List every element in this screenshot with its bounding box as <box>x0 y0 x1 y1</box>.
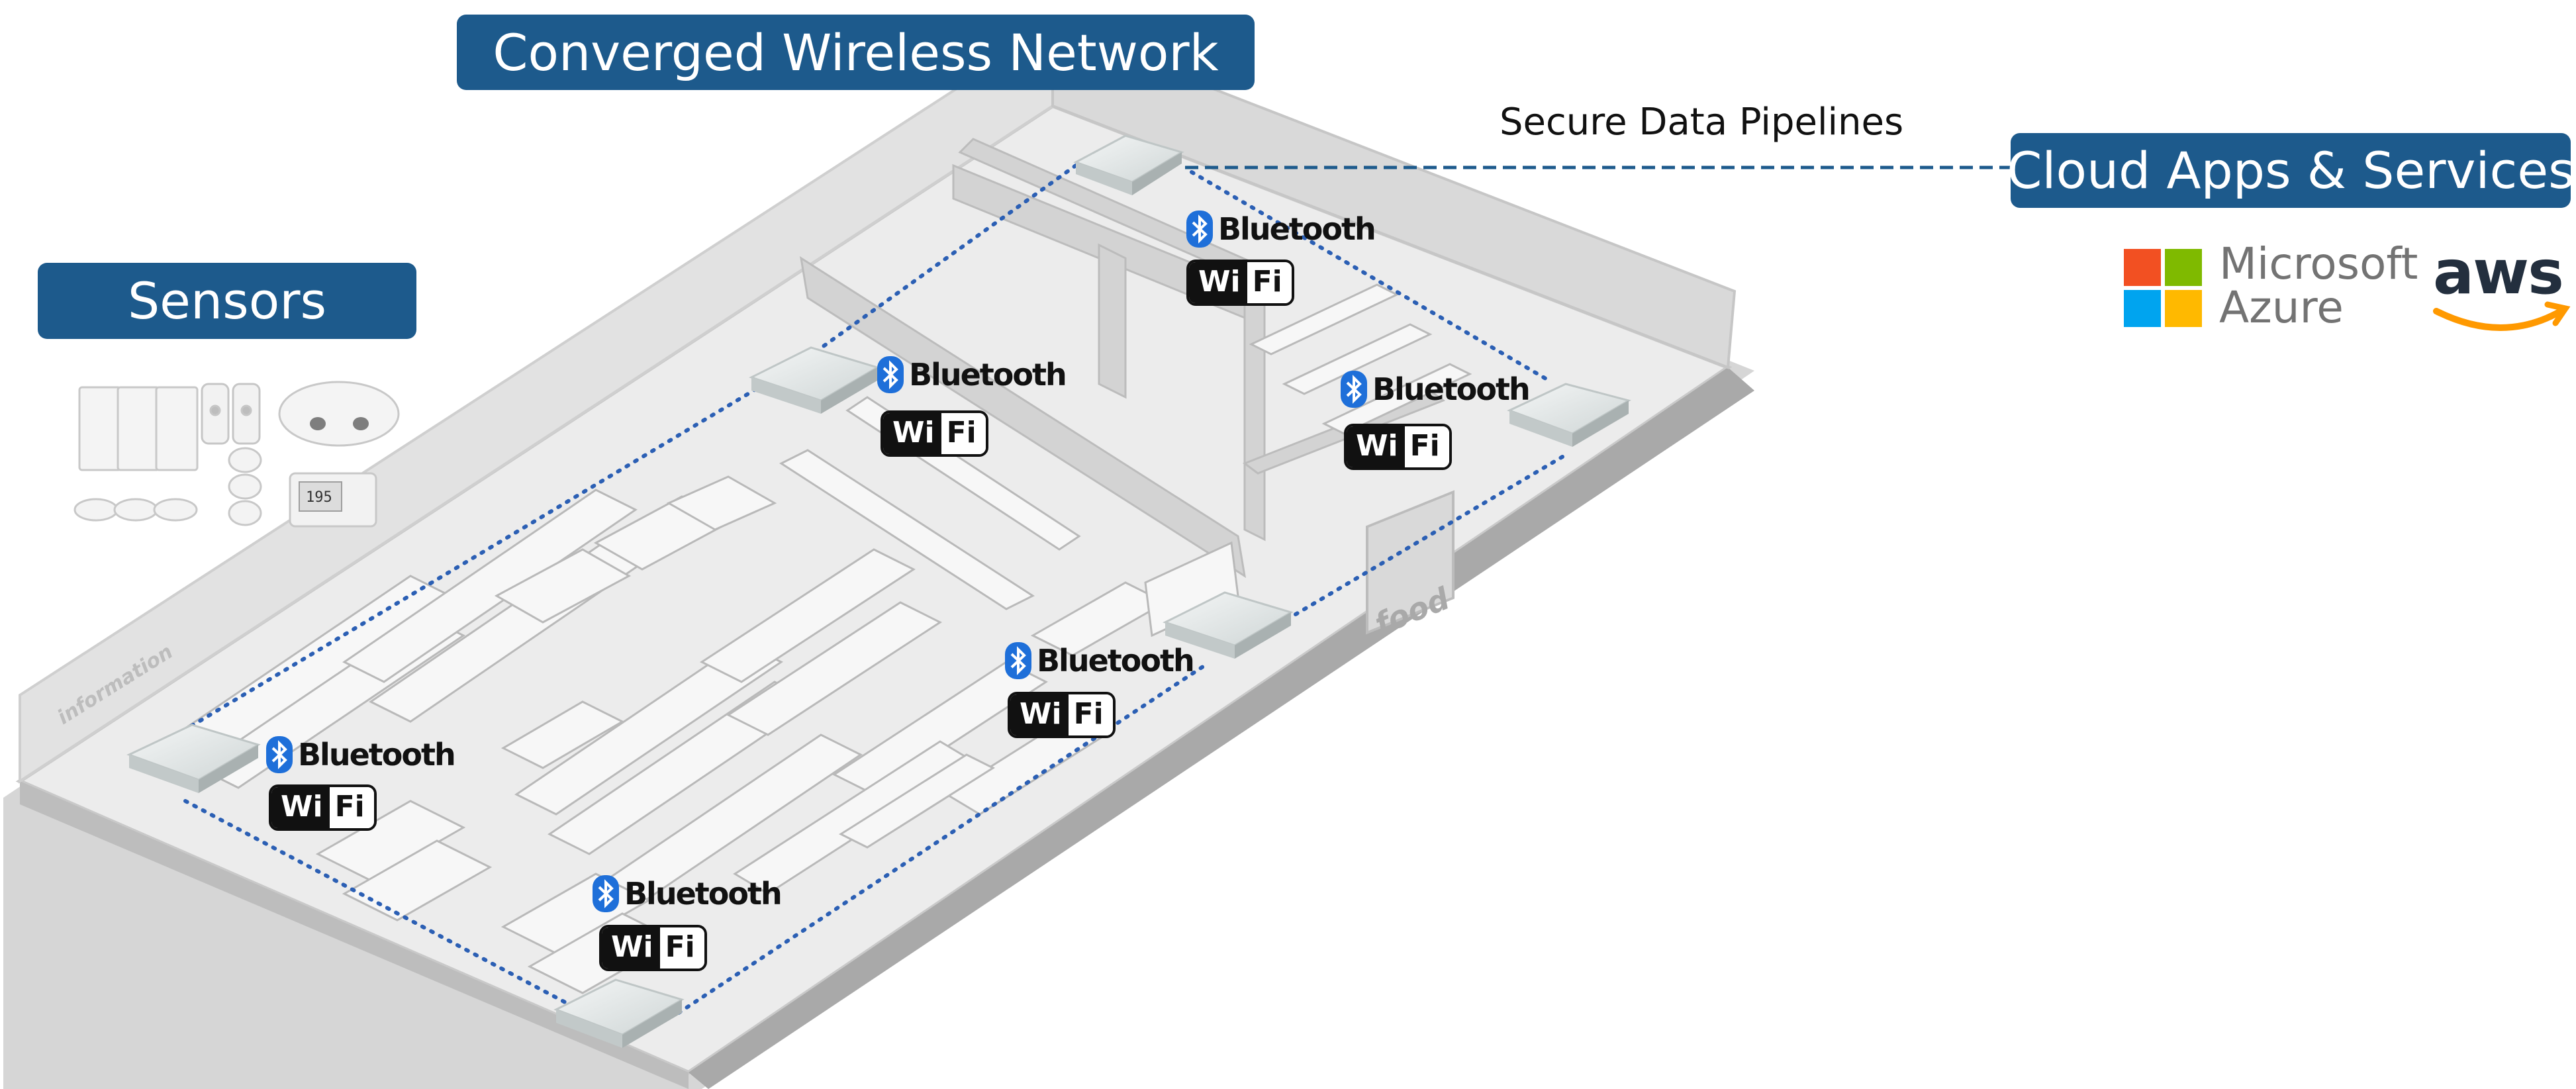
bluetooth-icon <box>593 875 619 912</box>
bluetooth-icon <box>266 736 293 773</box>
wifi-wi-label: Wi <box>271 787 330 828</box>
aws-smile-icon <box>2433 301 2571 331</box>
bluetooth-label: Bluetooth <box>1218 211 1376 247</box>
aws-label: aws <box>2433 237 2564 308</box>
microsoft-label: Microsoft <box>2219 238 2418 289</box>
access-point <box>553 978 685 1048</box>
access-point <box>1073 134 1184 195</box>
access-point <box>126 724 261 793</box>
bluetooth-badge: Bluetooth <box>1005 642 1195 679</box>
wifi-fi-label: Fi <box>1068 694 1113 735</box>
wifi-fi-label: Fi <box>329 787 374 828</box>
sensor-contacts <box>201 383 261 445</box>
cloud-services-banner: Cloud Apps & Services <box>2007 133 2575 208</box>
temperature-display-sensor: 195 <box>289 472 377 528</box>
bluetooth-badge: Bluetooth <box>266 736 456 773</box>
bluetooth-label: Bluetooth <box>624 876 783 912</box>
wifi-fi-label: Fi <box>941 413 986 454</box>
access-point <box>749 346 880 414</box>
bluetooth-icon <box>877 356 904 393</box>
microsoft-azure-label: Microsoft Azure <box>2219 242 2418 330</box>
sensors-banner: Sensors <box>38 263 416 339</box>
bluetooth-label: Bluetooth <box>909 357 1067 393</box>
wifi-badge: Wi Fi <box>1186 260 1294 306</box>
microsoft-logo-icon <box>2124 249 2202 327</box>
bluetooth-icon <box>1005 642 1031 679</box>
bluetooth-icon <box>1186 211 1213 248</box>
wifi-wi-label: Wi <box>883 413 941 454</box>
wireless-mesh-links <box>180 164 1564 1015</box>
wifi-fi-label: Fi <box>659 927 704 969</box>
wifi-wi-label: Wi <box>1010 694 1069 735</box>
converged-network-banner: Converged Wireless Network <box>457 15 1255 90</box>
wifi-badge: Wi Fi <box>1008 692 1116 738</box>
stacked-sensors <box>228 447 262 526</box>
bluetooth-label: Bluetooth <box>1037 643 1195 679</box>
sensor-devices: 195 <box>73 381 400 528</box>
wifi-fi-label: Fi <box>1247 262 1292 303</box>
azure-label: Azure <box>2219 282 2344 333</box>
sensor-display-value: 195 <box>306 489 332 506</box>
button-sensors <box>73 498 198 522</box>
bluetooth-label: Bluetooth <box>298 737 456 773</box>
pipeline-label: Secure Data Pipelines <box>1500 101 1904 144</box>
sensor-panels <box>78 386 199 471</box>
bluetooth-badge: Bluetooth <box>877 356 1067 393</box>
bluetooth-label: Bluetooth <box>1372 371 1531 407</box>
bluetooth-badge: Bluetooth <box>1341 371 1531 408</box>
ceiling-sensor <box>278 381 400 447</box>
wifi-wi-label: Wi <box>602 927 660 969</box>
access-point <box>1163 591 1294 659</box>
access-points <box>126 134 1631 1048</box>
wifi-badge: Wi Fi <box>599 925 707 971</box>
wifi-wi-label: Wi <box>1347 426 1405 467</box>
bluetooth-icon <box>1341 371 1367 408</box>
wifi-badge: Wi Fi <box>269 784 377 831</box>
wifi-badge: Wi Fi <box>1344 424 1452 470</box>
interior-walls <box>799 138 1446 579</box>
bluetooth-badge: Bluetooth <box>593 875 783 912</box>
wifi-wi-label: Wi <box>1189 262 1247 303</box>
wifi-badge: Wi Fi <box>881 410 988 457</box>
access-point <box>1507 383 1631 447</box>
bluetooth-badge: Bluetooth <box>1186 211 1376 248</box>
wifi-fi-label: Fi <box>1404 426 1449 467</box>
